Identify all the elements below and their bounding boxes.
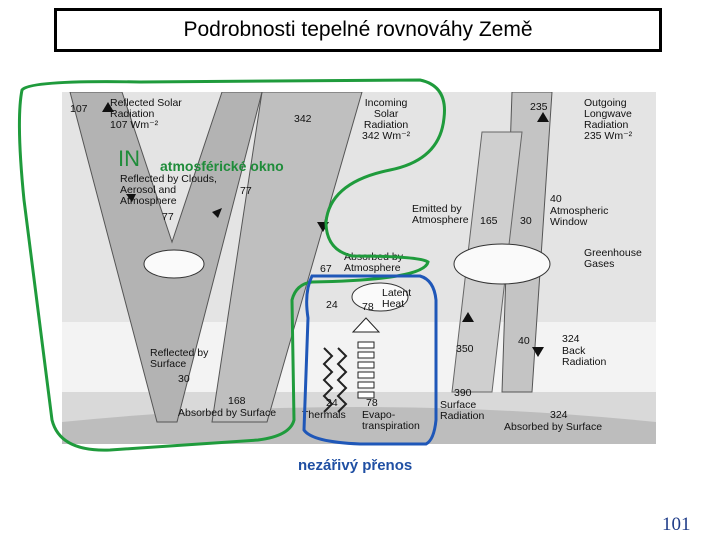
emitted-30-value: 30 [520, 215, 532, 227]
earth-surface [62, 407, 656, 444]
evapotranspiration-value: 78 [366, 397, 378, 409]
emitted-atmosphere-label: Emitted by Atmosphere [412, 203, 469, 226]
greenhouse-gases-label: Greenhouse Gases [584, 247, 642, 270]
surface-radiation-value: 390 [454, 387, 472, 399]
value-40-lower: 40 [518, 335, 530, 347]
atmospheric-window-label: Atmospheric Window [550, 205, 609, 228]
emitted-atmosphere-value: 165 [480, 215, 498, 227]
incoming-solar-beam [211, 92, 363, 423]
reflected-clouds-label: Reflected by Clouds, Aerosol and Atmosph… [120, 173, 217, 207]
absorbed-surface2-label: Absorbed by Surface [504, 421, 603, 433]
evapotranspiration-bars [357, 341, 375, 399]
reflected-solar-label: Reflected Solar Radiation 107 Wm⁻² [110, 97, 182, 131]
cloud-left [143, 249, 205, 279]
thermals-wave-2 [336, 347, 348, 413]
outgoing-label: Outgoing Longwave Radiation 235 Wm⁻² [584, 97, 633, 142]
surface-radiation-label: Surface Radiation [440, 399, 485, 422]
nonradiative-annotation: nezářivý přenos [298, 457, 413, 474]
in-annotation: IN [118, 146, 140, 171]
energy-balance-figure: 107 Reflected Solar Radiation 107 Wm⁻² 3… [62, 92, 656, 444]
thermals-value: 24 [326, 397, 338, 409]
title-box: Podrobnosti tepelné rovnováhy Země [54, 8, 662, 52]
value-350: 350 [456, 343, 474, 355]
thermals-top-value: 24 [326, 299, 338, 311]
reflected-surface-value: 30 [178, 373, 190, 385]
atmospheric-window-annotation: atmosférické okno [160, 158, 284, 174]
evapotranspiration-label: Evapo- transpiration [362, 409, 420, 432]
reflected-solar-value: 107 [70, 103, 88, 115]
page-number: 101 [662, 514, 691, 535]
cloud-right [453, 243, 551, 285]
reflected-clouds-value-b: 77 [162, 211, 174, 223]
figure-graphics [62, 92, 656, 444]
incoming-solar-label: Incoming Solar Radiation 342 Wm⁻² [362, 97, 411, 142]
reflected-surface-label: Reflected by Surface [150, 347, 209, 370]
slide-title: Podrobnosti tepelné rovnováhy Země [183, 18, 533, 41]
latent-heat-label: Latent Heat [382, 287, 412, 310]
thermals-wave-1 [322, 347, 334, 413]
outgoing-top-value: 235 [530, 101, 548, 113]
cloud-latent [351, 282, 409, 312]
window-40-value: 40 [550, 193, 562, 205]
latent-78-value: 78 [362, 301, 374, 313]
absorbed-surface2-value: 324 [550, 409, 568, 421]
evapotranspiration-arrow [351, 317, 381, 333]
back-radiation-value: 324 [562, 333, 580, 345]
absorbed-atmosphere-value: 67 [320, 263, 332, 275]
incoming-solar-top-value: 342 [294, 113, 312, 125]
reflected-clouds-value-a: 77 [240, 185, 252, 197]
back-radiation-label: Back Radiation [562, 345, 607, 368]
green-in-outline [17, 78, 446, 452]
absorbed-surface-value: 168 [228, 395, 246, 407]
thermals-label: Thermals [302, 409, 346, 421]
blue-nonradiative-outline [302, 274, 438, 446]
absorbed-surface-label: Absorbed by Surface [178, 407, 277, 419]
